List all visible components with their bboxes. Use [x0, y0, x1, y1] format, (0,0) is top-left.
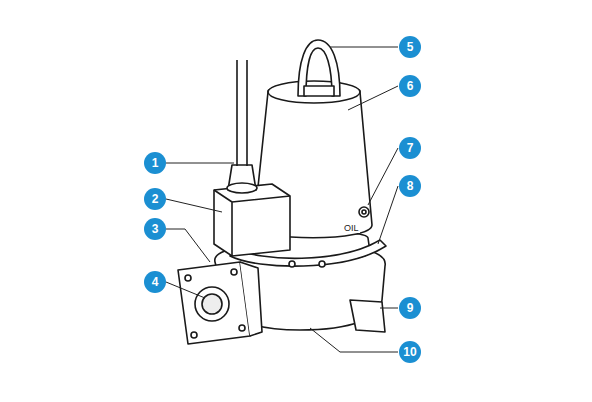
bolt-hole	[185, 275, 191, 281]
motor-top	[268, 81, 360, 103]
gland-nut	[227, 183, 257, 193]
leader-lines	[166, 47, 398, 352]
clamp-bolt	[289, 261, 295, 267]
bolt-hole	[231, 269, 237, 275]
callout-number: 10	[399, 341, 421, 363]
handle	[298, 40, 340, 96]
flange-opening	[195, 287, 229, 321]
cable	[237, 60, 247, 166]
callout-number: 6	[399, 75, 421, 97]
clamp-bolt	[319, 261, 325, 267]
callout-number: 3	[144, 218, 166, 240]
discharge-flange	[178, 262, 250, 344]
callout-number: 5	[399, 36, 421, 58]
foot	[350, 300, 385, 332]
callout-number: 1	[144, 152, 166, 174]
callout-number: 9	[399, 297, 421, 319]
oil-plug-center	[362, 210, 366, 214]
bolt-hole	[239, 325, 245, 331]
plug-marking: OIL	[343, 223, 360, 233]
bolt-hole	[191, 332, 197, 338]
callout-number: 8	[399, 175, 421, 197]
oil-plug	[359, 207, 369, 217]
callout-number: 7	[399, 137, 421, 159]
junction-box-edges	[214, 190, 290, 256]
callout-number: 2	[144, 188, 166, 210]
callout-number: 4	[144, 271, 166, 293]
junction-box	[214, 184, 290, 256]
flange-bore	[202, 294, 222, 314]
flange-side	[240, 262, 262, 336]
handle-base	[304, 86, 334, 96]
